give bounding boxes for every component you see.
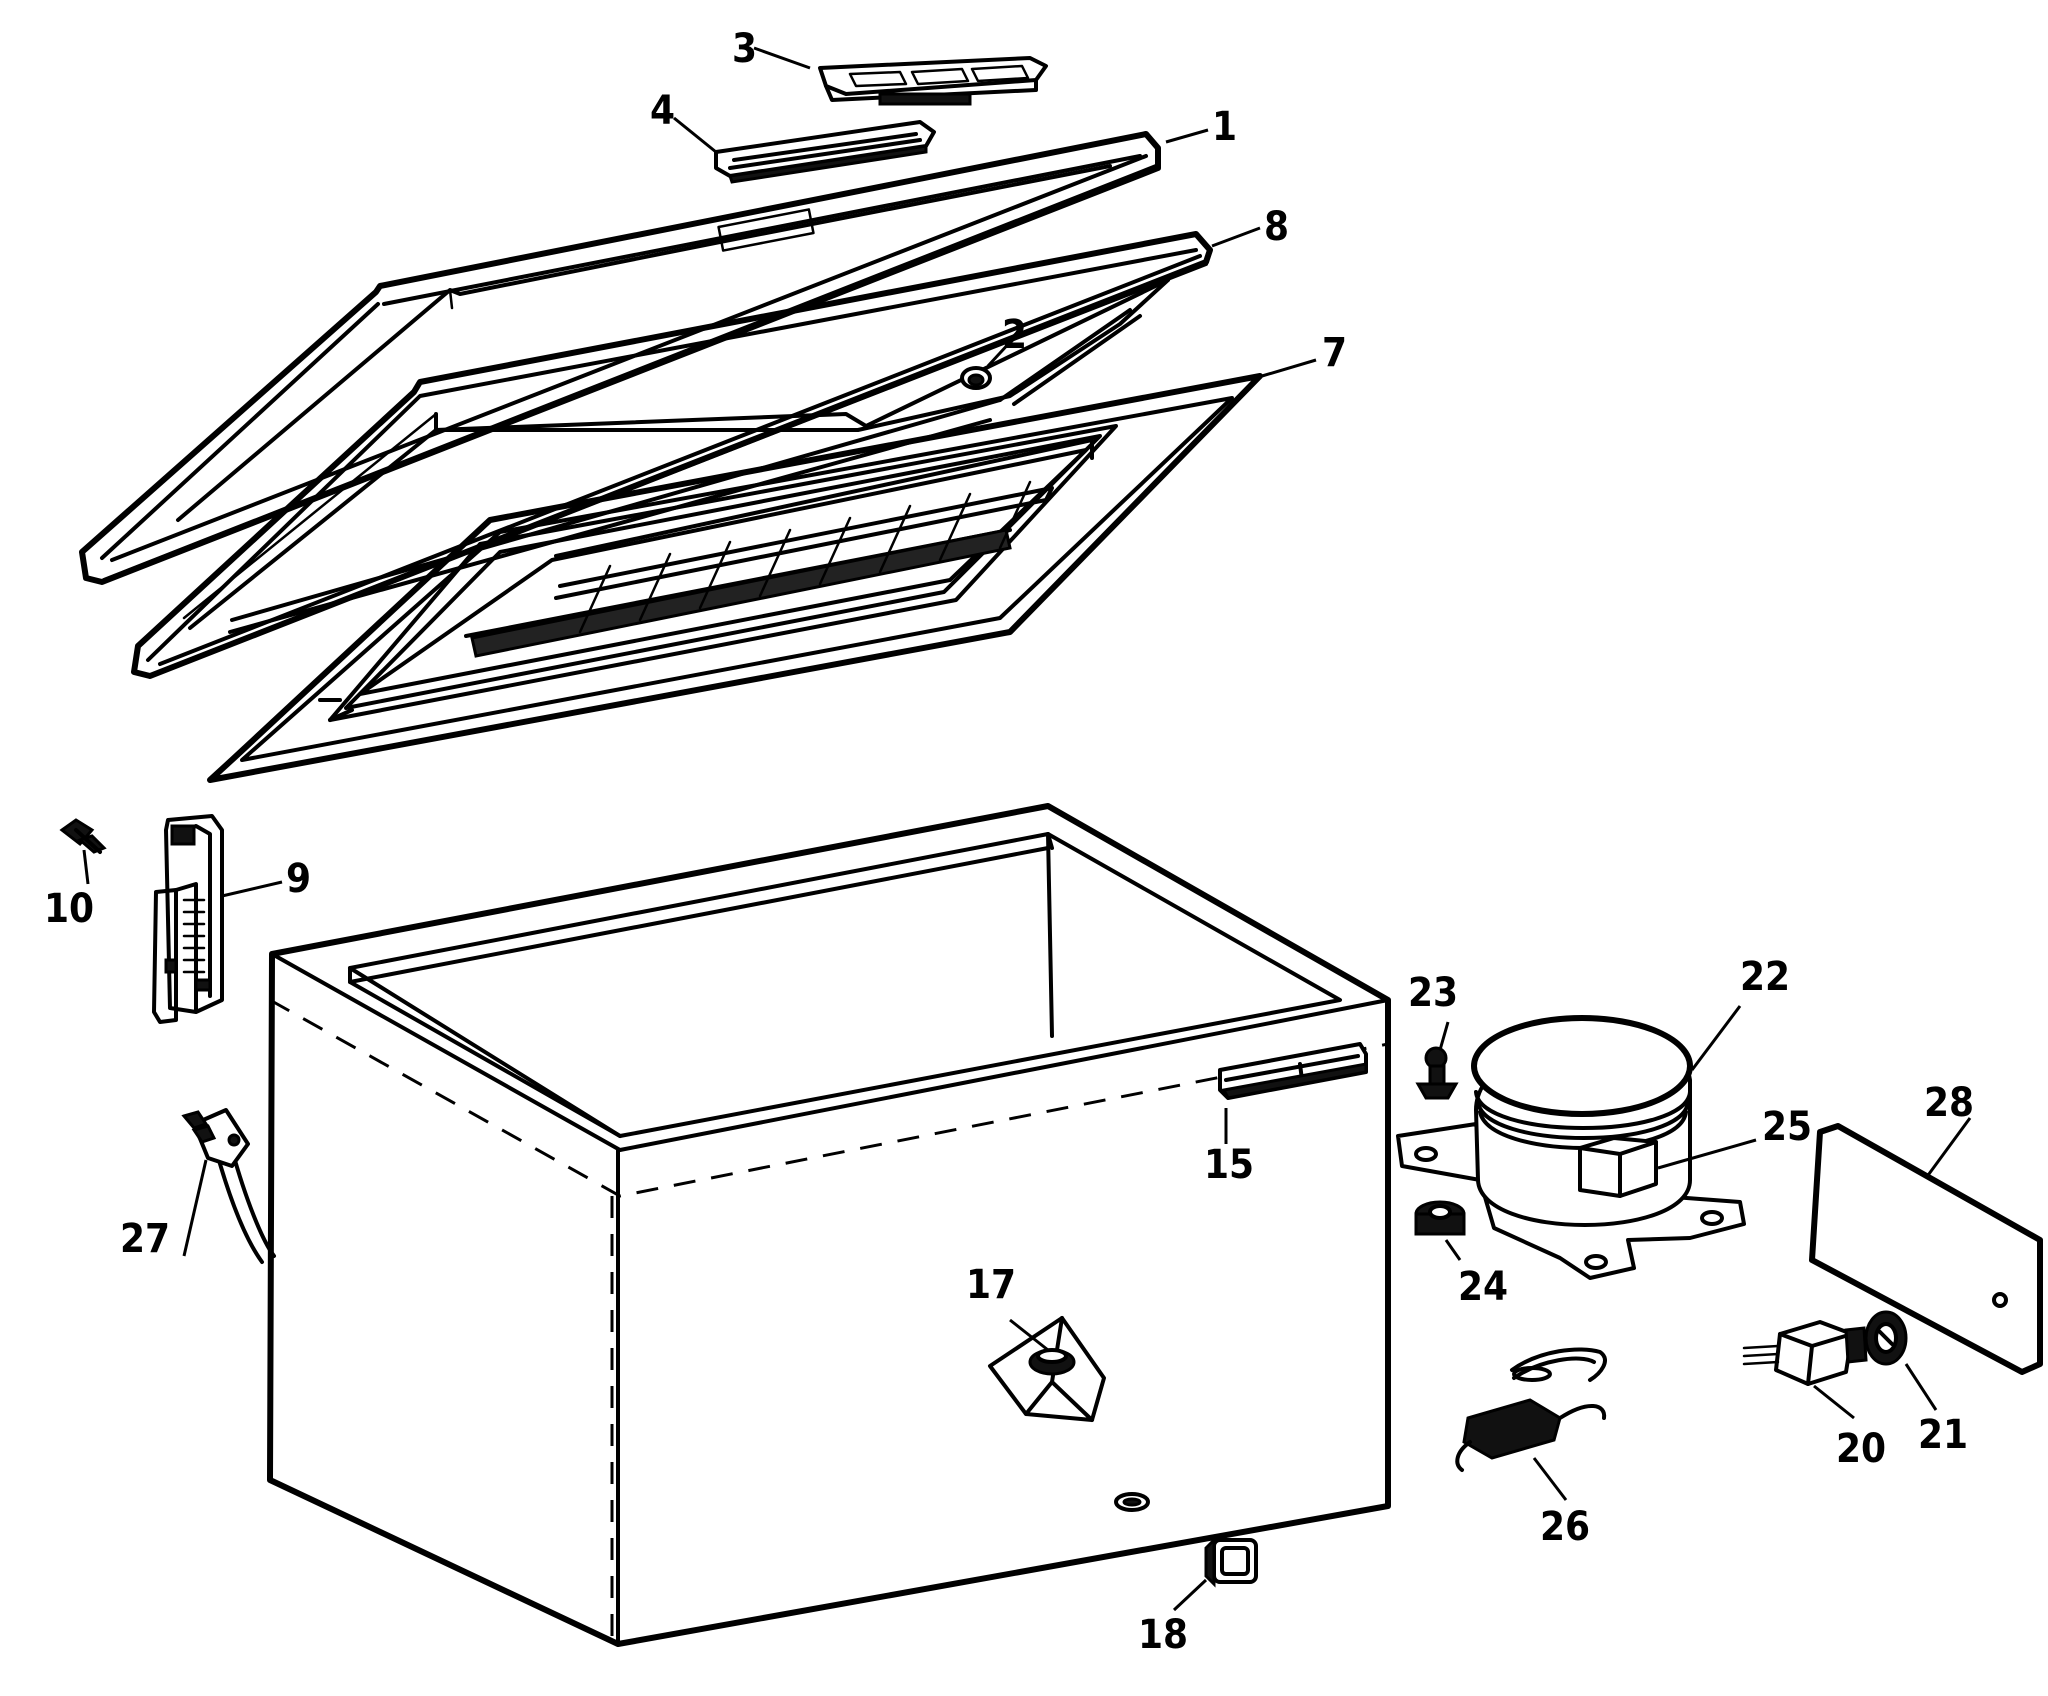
callout-28: 28: [1924, 1080, 1974, 1126]
part-18-foot: [1204, 1536, 1258, 1588]
callout-22: 22: [1740, 954, 1790, 1000]
callout-labels: 3 4 1 8 2 7 9 10 15 17 18 27 23 24 22 25…: [44, 26, 1974, 1658]
callout-8: 8: [1264, 204, 1289, 250]
callout-25: 25: [1762, 1104, 1812, 1150]
part-21-plug-cap: [1864, 1310, 1908, 1366]
part-22-compressor: [1396, 1015, 1746, 1280]
part-4-handle: [714, 120, 936, 184]
callout-26: 26: [1540, 1504, 1590, 1550]
callout-7: 7: [1322, 330, 1347, 376]
callout-27: 27: [120, 1216, 170, 1262]
callout-20: 20: [1836, 1426, 1886, 1472]
callout-3: 3: [732, 26, 757, 72]
part-2-bumper: [960, 366, 992, 390]
leader-lines: [82, 46, 1972, 1612]
part-20-overload: [1742, 1320, 1868, 1386]
callout-2: 2: [1002, 312, 1027, 358]
callout-17: 17: [966, 1262, 1016, 1308]
callout-21: 21: [1918, 1412, 1968, 1458]
part-9-hinge: [152, 814, 224, 1024]
part-28-cover-plate: [1809, 1123, 2043, 1375]
callout-1: 1: [1212, 104, 1237, 150]
callout-10: 10: [44, 886, 94, 932]
part-8-lid-liner: [131, 231, 1213, 679]
callout-18: 18: [1138, 1612, 1188, 1658]
part-27-power-cord: [181, 1108, 276, 1264]
part-24-grommet: [1414, 1200, 1466, 1236]
part-17-thermostat: [988, 1316, 1106, 1422]
part-3-handle-cover: [818, 56, 1048, 106]
part-10-screw: [59, 818, 107, 854]
callout-4: 4: [650, 88, 675, 134]
callout-23: 23: [1408, 970, 1458, 1016]
part-23-bolt: [1415, 1046, 1459, 1100]
callout-15: 15: [1204, 1142, 1254, 1188]
part-15-light-panel: [1218, 1042, 1368, 1100]
callout-9: 9: [286, 856, 311, 902]
cabinet: [267, 803, 1391, 1647]
part-7-lid-gasket: [207, 373, 1263, 783]
callout-24: 24: [1458, 1264, 1508, 1310]
part-26-relay: [1455, 1347, 1607, 1472]
